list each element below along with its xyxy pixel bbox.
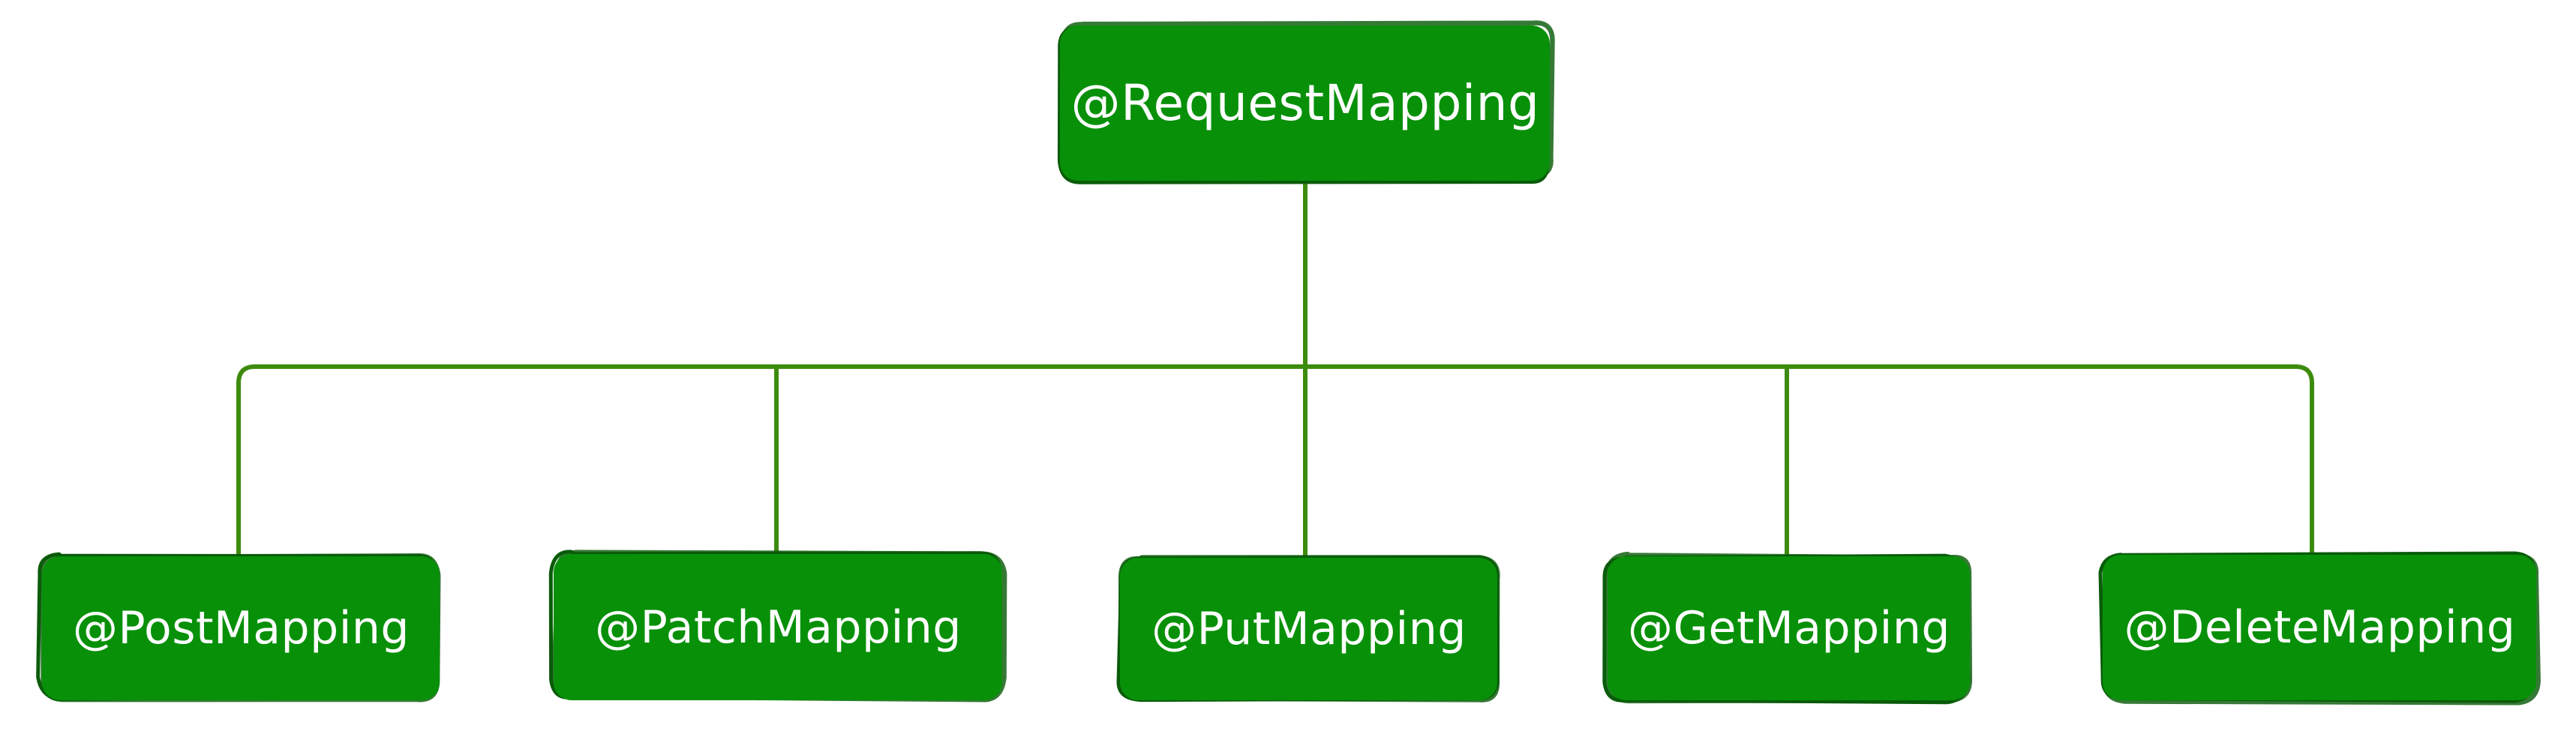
- node-label: @GetMapping: [1628, 602, 1950, 655]
- node-get-mapping[interactable]: @GetMapping: [1602, 551, 1973, 705]
- node-request-mapping[interactable]: @RequestMapping: [1057, 20, 1555, 184]
- node-label: @RequestMapping: [1070, 73, 1540, 132]
- node-label: @DeleteMapping: [2124, 601, 2516, 654]
- node-label: @PutMapping: [1151, 603, 1467, 655]
- node-patch-mapping[interactable]: @PatchMapping: [548, 550, 1007, 703]
- node-delete-mapping[interactable]: @DeleteMapping: [2098, 551, 2541, 706]
- node-label: @PatchMapping: [595, 601, 962, 654]
- node-label: @PostMapping: [72, 602, 410, 655]
- node-put-mapping[interactable]: @PutMapping: [1116, 555, 1500, 703]
- node-post-mapping[interactable]: @PostMapping: [36, 552, 443, 703]
